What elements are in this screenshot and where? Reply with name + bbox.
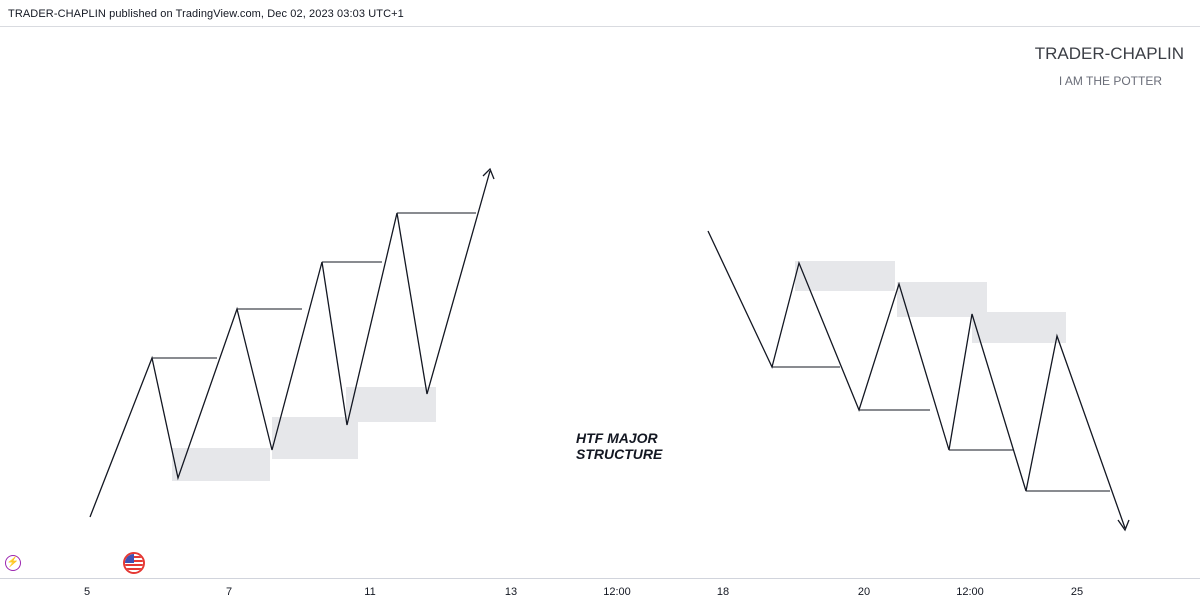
demand-zone[interactable]	[172, 448, 270, 481]
bullish-arrow-head	[482, 167, 495, 180]
time-tick: 5	[83, 586, 91, 598]
supply-zone[interactable]	[795, 261, 895, 291]
watermark-subtitle: I AM THE POTTER	[1058, 74, 1162, 88]
annotation-line: STRUCTURE	[576, 446, 663, 462]
supply-zone[interactable]	[972, 312, 1066, 343]
time-tick: 25	[1070, 586, 1084, 598]
text-annotation[interactable]: HTF MAJOR STRUCTURE	[576, 430, 662, 462]
chart-pane[interactable]	[0, 26, 1200, 582]
drawing-canvas[interactable]	[0, 27, 1200, 583]
us-flag-icon[interactable]	[123, 552, 145, 574]
time-tick: 11	[364, 586, 376, 598]
annotation-line: HTF MAJOR	[576, 430, 658, 446]
time-tick: 12:00	[603, 586, 631, 598]
lightning-icon[interactable]: ⚡	[5, 555, 21, 571]
bullish-structure-path[interactable]	[89, 170, 491, 518]
time-tick: 13	[504, 586, 518, 598]
supply-zone[interactable]	[897, 282, 987, 317]
time-tick: 7	[225, 586, 233, 598]
published-info: TRADER-CHAPLIN published on TradingView.…	[8, 8, 404, 20]
demand-zone[interactable]	[272, 417, 358, 459]
time-tick: 20	[857, 586, 871, 598]
time-tick: 12:00	[956, 586, 984, 598]
watermark-title: TRADER-CHAPLIN	[1034, 44, 1184, 63]
time-axis[interactable]: 5 7 11 13 12:00 18 20 12:00 25	[0, 578, 1200, 607]
publish-header: TRADER-CHAPLIN published on TradingView.…	[0, 0, 1200, 26]
bearish-structure-path[interactable]	[707, 230, 1126, 529]
time-tick: 18	[716, 586, 730, 598]
bearish-arrow-head	[1117, 519, 1130, 532]
demand-zone[interactable]	[346, 387, 436, 422]
